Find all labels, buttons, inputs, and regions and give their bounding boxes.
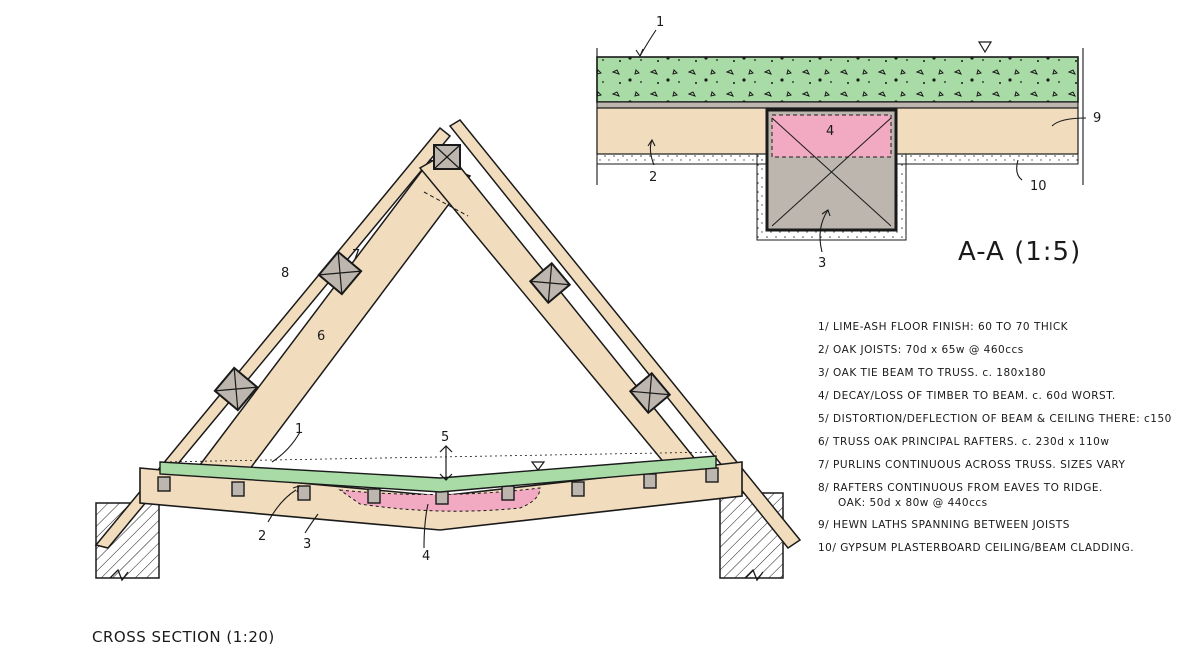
note-4: 4/ DECAY/LOSS OF TIMBER TO BEAM. c. 60d …: [818, 390, 1116, 402]
cross-section-title: CROSS SECTION (1:20): [92, 628, 275, 646]
detail-callout-2: 2: [649, 170, 657, 185]
note-6: 6/ TRUSS OAK PRINCIPAL RAFTERS. c. 230d …: [818, 436, 1109, 448]
detail-aa-drawing: 1 2 3 4 9 10 A-A (1:5): [596, 15, 1101, 271]
note-9: 9/ HEWN LATHS SPANNING BETWEEN JOISTS: [818, 519, 1070, 531]
note-7: 7/ PURLINS CONTINUOUS ACROSS TRUSS. SIZE…: [818, 459, 1125, 471]
detail-callout-3: 3: [818, 256, 826, 271]
note-5: 5/ DISTORTION/DEFLECTION OF BEAM & CEILI…: [818, 413, 1172, 425]
note-8: 8/ RAFTERS CONTINUOUS FROM EAVES TO RIDG…: [818, 482, 1103, 494]
note-3: 3/ OAK TIE BEAM TO TRUSS. c. 180x180: [818, 367, 1046, 379]
detail-callout-9: 9: [1093, 111, 1101, 126]
detail-tie-beam: [765, 108, 898, 232]
purlins: [213, 250, 672, 415]
cross-section-leaders: [267, 431, 429, 549]
cs-callout-6: 6: [317, 329, 325, 344]
cs-callout-8: 8: [281, 266, 289, 281]
detail-callout-10: 10: [1030, 179, 1047, 194]
note-10: 10/ GYPSUM PLASTERBOARD CEILING/BEAM CLA…: [818, 542, 1134, 554]
deflection-marker: [439, 445, 546, 481]
cs-callout-1: 1: [295, 422, 303, 437]
lime-ash-floor: [159, 451, 717, 493]
principal-rafters: [173, 151, 722, 499]
detail-title: A-A (1:5): [958, 237, 1081, 267]
notes-list: 1/ LIME-ASH FLOOR FINISH: 60 TO 70 THICK…: [818, 321, 1172, 554]
cs-callout-4: 4: [422, 549, 430, 564]
detail-callout-1: 1: [656, 15, 664, 30]
cross-section-drawing: 1 2 3 4 5 6 7 8 CROSS SECTION (1:20): [92, 119, 802, 646]
cs-callout-3: 3: [303, 537, 311, 552]
cs-callout-5: 5: [441, 430, 449, 445]
note-8-continued: OAK: 50d x 80w @ 440ccs: [838, 497, 988, 509]
detail-laths: [596, 101, 1079, 109]
note-1: 1/ LIME-ASH FLOOR FINISH: 60 TO 70 THICK: [818, 321, 1069, 333]
cs-callout-7: 7: [352, 248, 360, 263]
ridge-purlin: [433, 144, 461, 170]
right-wall: [719, 492, 784, 582]
detail-callout-4: 4: [826, 124, 834, 139]
cs-callout-2: 2: [258, 529, 266, 544]
detail-leaders: [635, 29, 1087, 253]
floor-joists: [157, 467, 719, 505]
note-2: 2/ OAK JOISTS: 70d x 65w @ 460ccs: [818, 344, 1024, 356]
detail-lime-ash-floor: [596, 56, 1079, 103]
